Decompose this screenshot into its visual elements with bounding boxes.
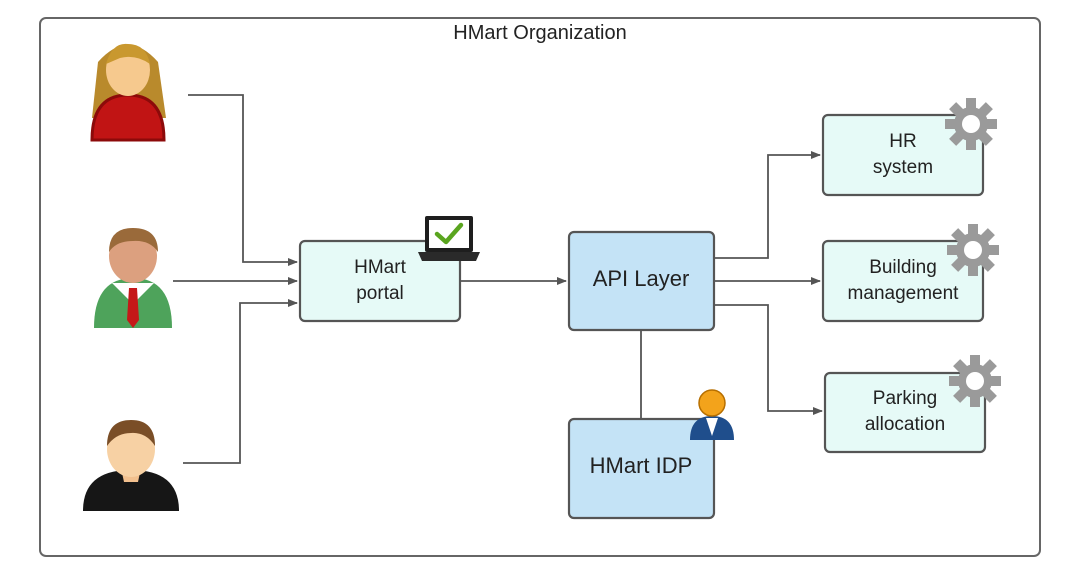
api-layer-box[interactable]: API Layer <box>567 230 716 332</box>
identity-user-icon <box>690 389 734 440</box>
portal-label-line2: portal <box>356 283 404 304</box>
connector-api-hr <box>715 151 821 259</box>
gear-icon <box>949 355 1001 407</box>
building-management-box[interactable]: Building management <box>821 239 985 323</box>
hr-label-line2: system <box>873 157 933 178</box>
idp-box[interactable]: HMart IDP <box>567 417 716 520</box>
building-label-line2: management <box>848 283 960 304</box>
user-male-tie-icon <box>94 228 172 328</box>
portal-label-line1: HMart <box>354 257 406 278</box>
laptop-check-icon <box>418 216 480 261</box>
connector-api-parking <box>715 304 823 415</box>
parking-label-line1: Parking <box>873 388 937 409</box>
organization-frame <box>39 17 1041 557</box>
user-male-icon <box>83 420 179 511</box>
connector-user1-portal <box>188 94 298 266</box>
organization-title: HMart Organization <box>453 22 626 44</box>
parking-allocation-box[interactable]: Parking allocation <box>823 371 987 454</box>
gear-icon <box>947 224 999 276</box>
parking-label-line2: allocation <box>865 414 945 435</box>
connector-user3-portal <box>183 299 298 464</box>
portal-box[interactable]: HMart portal <box>298 239 462 323</box>
idp-label: HMart IDP <box>590 453 693 478</box>
hr-system-box[interactable]: HR system <box>821 113 985 197</box>
user-female-icon <box>90 43 166 142</box>
api-layer-label: API Layer <box>593 266 690 291</box>
hr-label-line1: HR <box>889 131 916 152</box>
building-label-line1: Building <box>869 257 937 278</box>
gear-icon <box>945 98 997 150</box>
